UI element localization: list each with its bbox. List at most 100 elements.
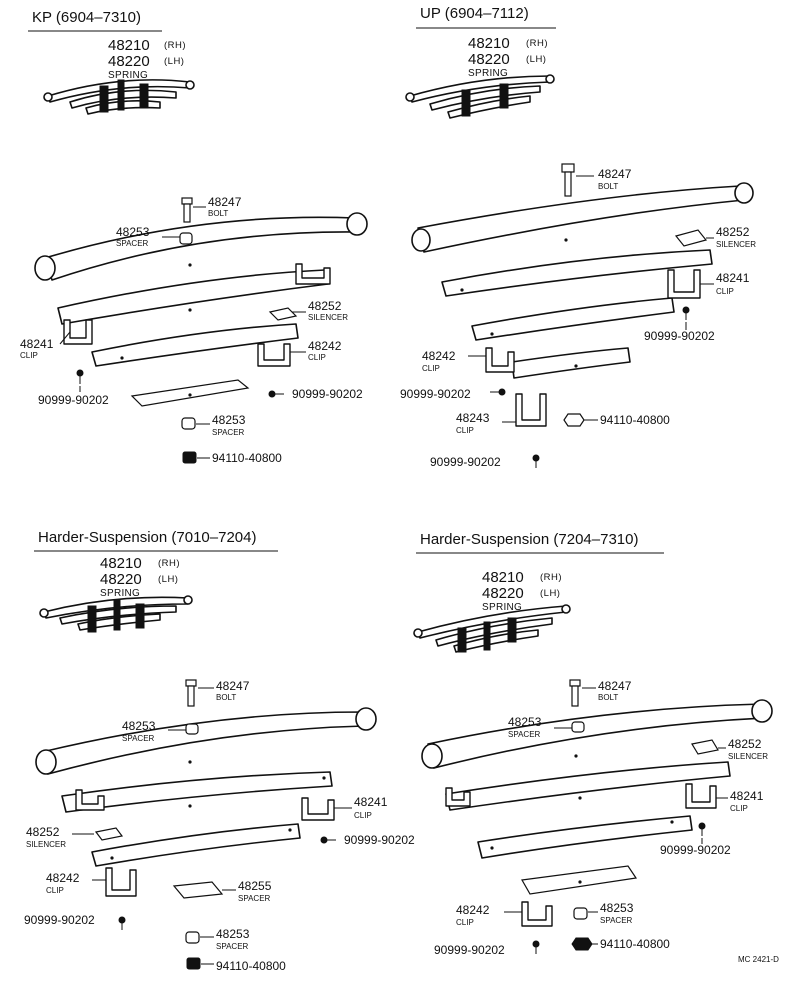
spring-side-lh: (LH) xyxy=(540,588,560,599)
second-leaf xyxy=(441,249,713,297)
section-heading-hs1: Harder-Suspension (7010–7204) xyxy=(38,529,256,546)
bolt-icon xyxy=(569,679,581,707)
label-number: 48253 xyxy=(212,413,246,427)
spacer-plate-icon xyxy=(172,881,224,899)
label-number: 48242 xyxy=(46,871,80,885)
label-name: SPACER xyxy=(216,942,249,951)
label-number: 90999-90202 xyxy=(660,843,731,857)
main-leaf xyxy=(421,699,773,769)
label-number: 48253 xyxy=(216,927,250,941)
label-number: 94110-40800 xyxy=(216,959,286,973)
label-name: BOLT xyxy=(208,209,228,218)
section-heading-kp: KP (6904–7310) xyxy=(32,9,141,26)
nut-icon xyxy=(563,413,585,427)
label-name: CLIP xyxy=(456,918,474,927)
spring-number-lh: 48220 xyxy=(482,585,524,602)
label-number: 90999-90202 xyxy=(400,387,471,401)
section-heading-up: UP (6904–7112) xyxy=(420,5,529,22)
clip-upper-shape xyxy=(295,263,331,285)
silencer-icon xyxy=(674,229,708,247)
label-name: SILENCER xyxy=(26,840,66,849)
spacer-icon xyxy=(185,931,200,944)
spring-assembly-thumbnail xyxy=(413,604,571,653)
spring-assembly-thumbnail xyxy=(405,74,555,119)
second-leaf xyxy=(61,771,333,813)
label-name: SPACER xyxy=(116,239,149,248)
label-number: 94110-40800 xyxy=(212,451,282,465)
nut-icon xyxy=(571,937,593,951)
spring-name: SPRING xyxy=(482,602,522,613)
label-number: 48241 xyxy=(730,789,764,803)
label-name: SILENCER xyxy=(308,313,348,322)
nut-icon xyxy=(182,451,197,464)
section-hs1: Harder-Suspension (7010–7204) 48210 (RH)… xyxy=(24,529,415,973)
label-number: 48247 xyxy=(598,167,632,181)
bolt-icon xyxy=(185,679,197,707)
label-name: SPACER xyxy=(238,894,271,903)
footer-code: MC 2421-D xyxy=(738,955,779,964)
label-number: 90999-90202 xyxy=(24,913,95,927)
third-leaf xyxy=(91,323,299,367)
silencer-icon xyxy=(268,307,298,321)
small-bolt-icon xyxy=(76,369,84,384)
label-number: 48241 xyxy=(354,795,388,809)
label-number: 48242 xyxy=(422,349,456,363)
spring-number-rh: 48210 xyxy=(108,37,150,54)
spring-number-lh: 48220 xyxy=(108,53,150,70)
label-number: 90999-90202 xyxy=(644,329,715,343)
label-name: BOLT xyxy=(598,693,618,702)
label-number: 90999-90202 xyxy=(430,455,501,469)
label-number: 48252 xyxy=(308,299,342,313)
spring-name: SPRING xyxy=(108,70,148,81)
spacer-icon xyxy=(179,232,193,245)
label-name: SILENCER xyxy=(728,752,768,761)
label-number: 48252 xyxy=(26,825,60,839)
spring-assembly-thumbnail xyxy=(39,595,193,633)
label-number: 48247 xyxy=(208,195,242,209)
small-bolt-icon xyxy=(532,454,540,468)
section-kp: KP (6904–7310) 48210 (RH) 48220 (LH) SPR… xyxy=(20,9,368,465)
label-name: CLIP xyxy=(308,353,326,362)
third-leaf xyxy=(477,815,693,859)
label-name: CLIP xyxy=(20,351,38,360)
small-bolt-icon xyxy=(118,916,126,930)
label-number: 48243 xyxy=(456,411,490,425)
label-number: 48241 xyxy=(20,337,54,351)
third-leaf xyxy=(91,823,301,867)
label-name: BOLT xyxy=(598,182,618,191)
spring-name: SPRING xyxy=(100,588,140,599)
small-bolt-icon xyxy=(532,940,540,954)
small-bolt-icon xyxy=(320,836,336,844)
clip-upper-shape xyxy=(75,789,105,811)
label-number: 48255 xyxy=(238,879,272,893)
clip-48242-shape xyxy=(521,901,553,927)
spring-side-rh: (RH) xyxy=(540,572,562,583)
label-name: SILENCER xyxy=(716,240,756,249)
label-number: 90999-90202 xyxy=(292,387,363,401)
spring-side-lh: (LH) xyxy=(164,56,184,67)
clip-48241-shape xyxy=(667,269,701,299)
spring-number-lh: 48220 xyxy=(468,51,510,68)
label-number: 48242 xyxy=(456,903,490,917)
spring-name: SPRING xyxy=(468,68,508,79)
clip-upper-shape xyxy=(445,787,471,807)
clip-48242-shape xyxy=(105,867,137,897)
label-number: 90999-90202 xyxy=(434,943,505,957)
label-number: 48253 xyxy=(600,901,634,915)
spacer-icon xyxy=(185,723,199,735)
label-name: CLIP xyxy=(354,811,372,820)
label-name: CLIP xyxy=(730,804,748,813)
label-number: 90999-90202 xyxy=(344,833,415,847)
label-number: 90999-90202 xyxy=(38,393,109,407)
spacer-icon xyxy=(573,907,588,920)
bolt-icon xyxy=(181,197,193,223)
label-name: SPACER xyxy=(508,730,541,739)
spring-side-rh: (RH) xyxy=(158,558,180,569)
label-number: 48247 xyxy=(216,679,250,693)
spring-side-lh: (LH) xyxy=(158,574,178,585)
clip-48241-shape xyxy=(63,319,93,345)
main-leaf xyxy=(34,212,368,281)
spacer-icon xyxy=(571,721,585,733)
label-number: 48253 xyxy=(508,715,542,729)
spring-number-lh: 48220 xyxy=(100,571,142,588)
